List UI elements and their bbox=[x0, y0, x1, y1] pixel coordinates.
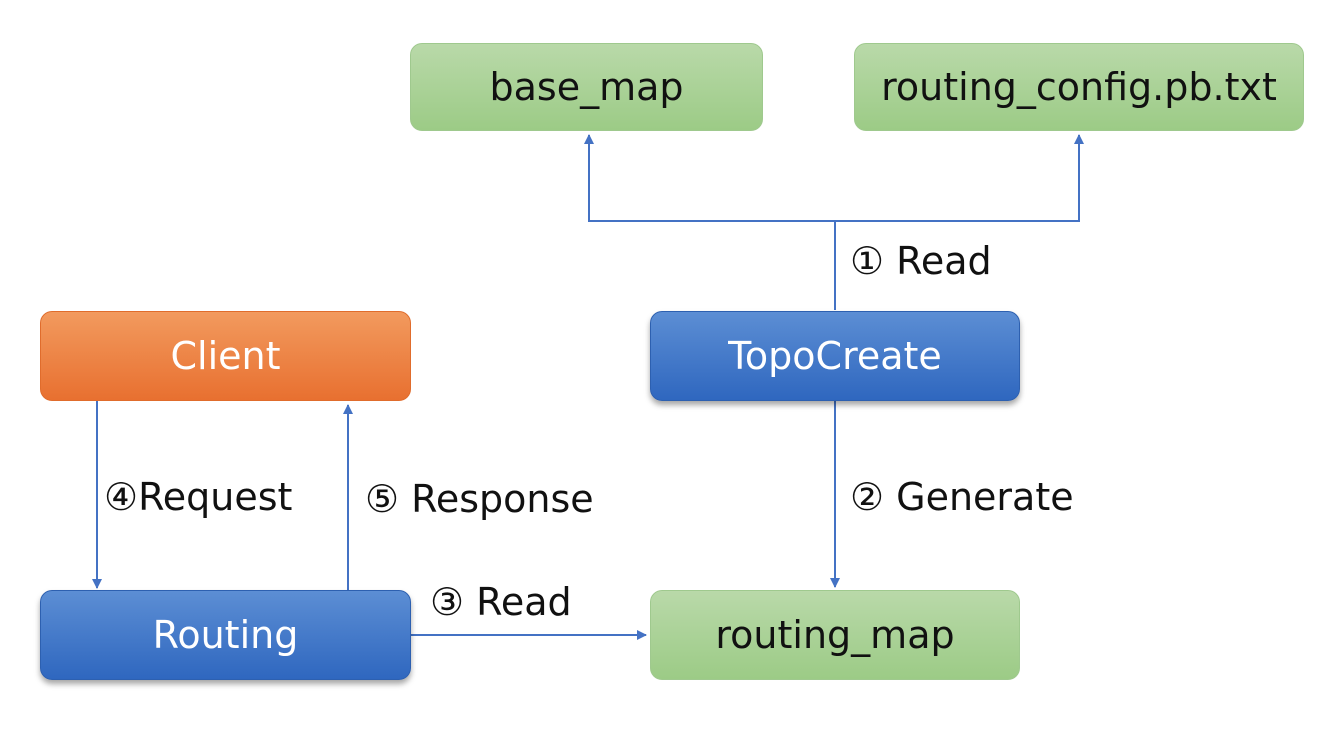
edge-label-response-5: ⑤ Response bbox=[365, 477, 594, 521]
node-routing-map-label: routing_map bbox=[715, 613, 955, 657]
edge-label-generate-2: ② Generate bbox=[850, 475, 1074, 519]
node-client-label: Client bbox=[170, 334, 281, 378]
arrow-to-routing-config bbox=[835, 134, 1084, 222]
node-routing-map: routing_map bbox=[650, 590, 1020, 680]
node-topocreate-label: TopoCreate bbox=[728, 334, 942, 378]
edge-label-read-3: ③ Read bbox=[430, 580, 572, 624]
edge-label-request-4: ④Request bbox=[104, 475, 293, 519]
node-routing-config-label: routing_config.pb.txt bbox=[881, 65, 1277, 109]
node-topocreate: TopoCreate bbox=[650, 311, 1020, 401]
node-routing-config: routing_config.pb.txt bbox=[854, 43, 1304, 131]
node-client: Client bbox=[40, 311, 411, 401]
arrow-to-base-map bbox=[584, 134, 835, 222]
node-routing: Routing bbox=[40, 590, 411, 680]
node-base-map-label: base_map bbox=[489, 65, 684, 109]
node-base-map: base_map bbox=[410, 43, 763, 131]
node-routing-label: Routing bbox=[152, 613, 299, 657]
edge-label-read-1: ① Read bbox=[850, 239, 992, 283]
